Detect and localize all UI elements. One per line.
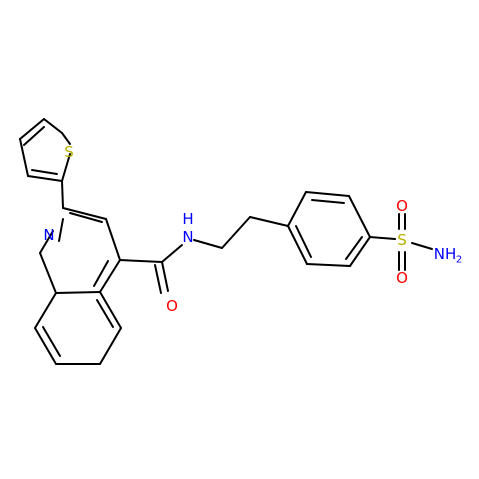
quinoline-benzo-ring bbox=[34, 291, 122, 365]
amide-oxygen-label: O bbox=[166, 297, 178, 315]
amide-linker bbox=[119, 239, 223, 294]
sulfonyl-oxygen-bottom-label: O bbox=[396, 269, 408, 287]
quinoline-nitrogen-label: N bbox=[43, 226, 54, 244]
sulfonamide-bonds bbox=[369, 213, 433, 271]
ethyl-chain bbox=[221, 216, 289, 249]
sulfonyl-sulfur-label: S bbox=[397, 231, 407, 249]
sulfonyl-oxygen-top-label: O bbox=[396, 197, 408, 215]
phenyl-ring bbox=[287, 191, 371, 267]
amide-nitrogen-label: N bbox=[182, 228, 193, 246]
quinoline-pyridine-ring bbox=[39, 180, 121, 294]
thiophene-sulfur-label: S bbox=[64, 143, 74, 161]
amide-hydrogen-label: H bbox=[182, 210, 193, 228]
thiophene-ring bbox=[19, 118, 71, 182]
sulfonamide-nitrogen-label: NH bbox=[434, 245, 457, 263]
atom-labels: S N N H O S O O NH 2 bbox=[43, 143, 462, 315]
sulfonamide-subscript-label: 2 bbox=[456, 255, 462, 266]
